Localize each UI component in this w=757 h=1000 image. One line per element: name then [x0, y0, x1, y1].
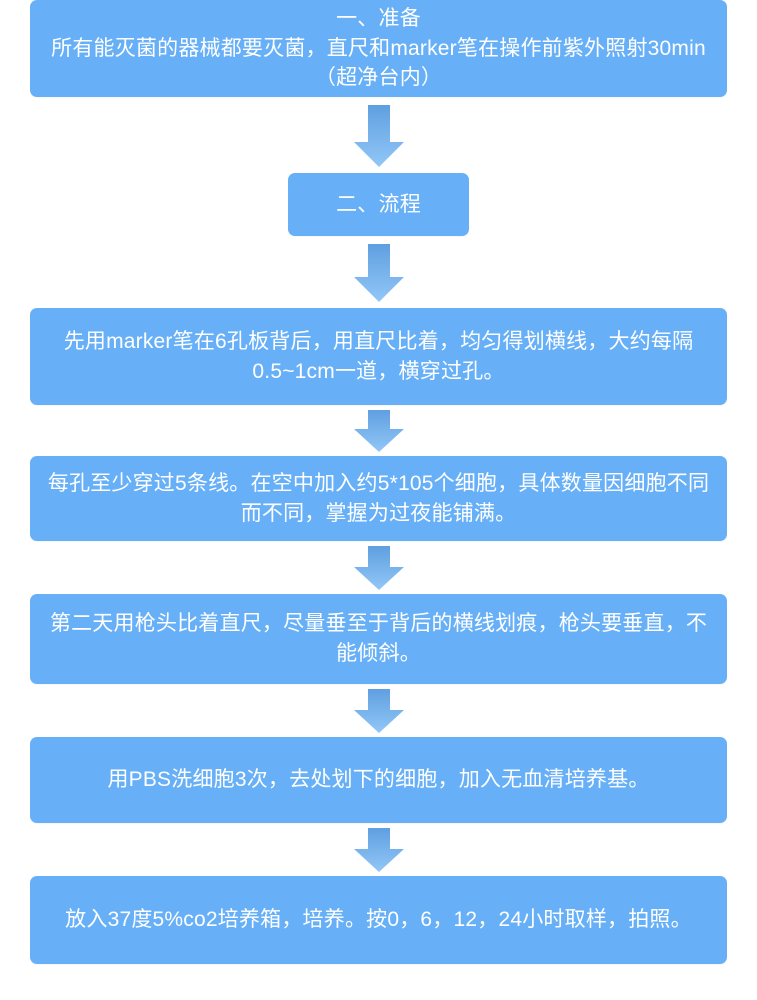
flow-node-step-3-label: 第二天用枪头比着直尺，尽量垂至于背后的横线划痕，枪头要垂直，不能倾斜。	[49, 612, 708, 665]
flow-node-prep-label: 一、准备 所有能灭菌的器械都要灭菌，直尺和marker笔在操作前紫外照射30mi…	[51, 6, 706, 90]
arrow-down-icon	[353, 410, 404, 452]
flow-node-procedure-header-label: 二、流程	[336, 192, 421, 216]
arrow-down-icon	[353, 546, 404, 590]
flow-node-step-3[interactable]: 第二天用枪头比着直尺，尽量垂至于背后的横线划痕，枪头要垂直，不能倾斜。	[30, 594, 727, 684]
flow-node-prep[interactable]: 一、准备 所有能灭菌的器械都要灭菌，直尺和marker笔在操作前紫外照射30mi…	[30, 0, 727, 97]
flow-node-step-5-label: 放入37度5%co2培养箱，培养。按0，6，12，24小时取样，拍照。	[65, 908, 692, 932]
flow-node-step-2[interactable]: 每孔至少穿过5条线。在空中加入约5*105个细胞，具体数量因细胞不同而不同，掌握…	[30, 456, 727, 541]
flow-node-step-2-label: 每孔至少穿过5条线。在空中加入约5*105个细胞，具体数量因细胞不同而不同，掌握…	[47, 471, 710, 525]
arrow-down-icon	[353, 828, 404, 872]
flow-node-step-4-label: 用PBS洗细胞3次，去处划下的细胞，加入无血清培养基。	[107, 768, 650, 792]
flow-node-step-4[interactable]: 用PBS洗细胞3次，去处划下的细胞，加入无血清培养基。	[30, 737, 727, 823]
arrow-down-icon	[353, 105, 404, 167]
flow-node-step-5[interactable]: 放入37度5%co2培养箱，培养。按0，6，12，24小时取样，拍照。	[30, 876, 727, 964]
flow-node-step-1[interactable]: 先用marker笔在6孔板背后，用直尺比着，均匀得划横线，大约每隔0.5~1cm…	[30, 308, 727, 405]
flow-node-procedure-header[interactable]: 二、流程	[288, 173, 469, 236]
arrow-down-icon	[353, 244, 404, 302]
arrow-down-icon	[353, 689, 404, 733]
flow-node-step-1-label: 先用marker笔在6孔板背后，用直尺比着，均匀得划横线，大约每隔0.5~1cm…	[63, 329, 694, 383]
